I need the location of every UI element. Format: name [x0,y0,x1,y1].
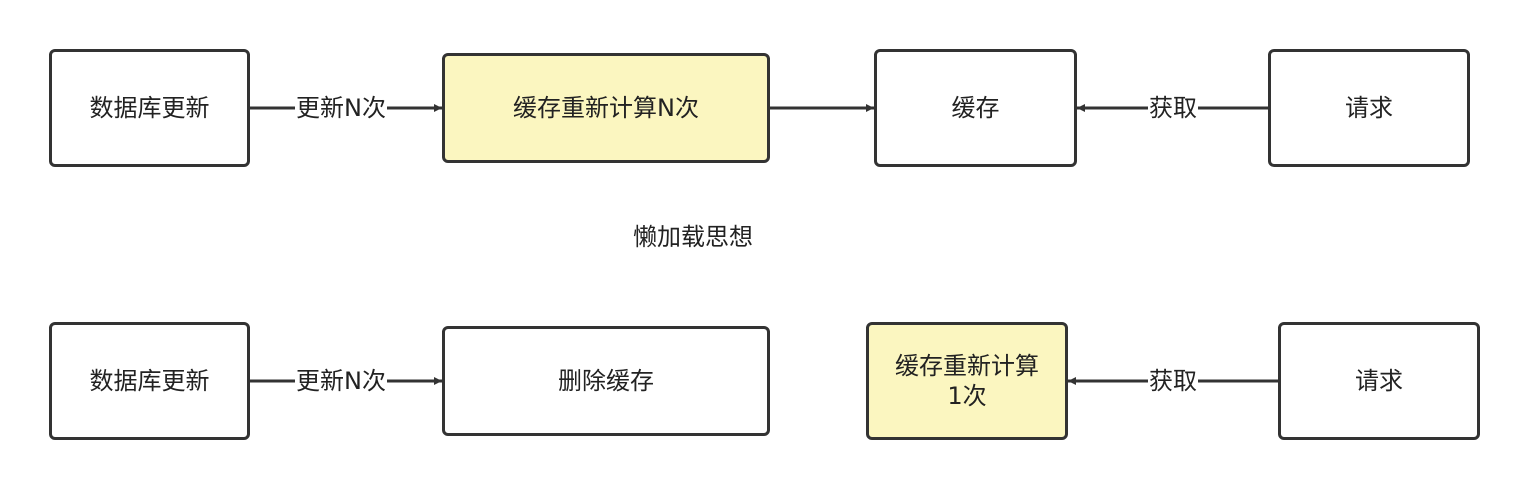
edge-label-fetch-bottom: 获取 [1148,367,1198,395]
diagram-caption: 懒加载思想 [633,223,753,251]
node-request-top: 请求 [1268,49,1470,167]
node-cache-recompute-n: 缓存重新计算N次 [442,53,770,163]
edge-label-update-n-bottom: 更新N次 [295,367,387,395]
node-request-bottom: 请求 [1278,322,1480,440]
node-delete-cache: 删除缓存 [442,326,770,436]
edge-label-update-n-top: 更新N次 [295,94,387,122]
node-db-update-top: 数据库更新 [49,49,250,167]
edge-label-fetch-top: 获取 [1148,94,1198,122]
node-db-update-bottom: 数据库更新 [49,322,250,440]
node-cache: 缓存 [874,49,1077,167]
node-cache-recompute-once: 缓存重新计算 1次 [866,322,1068,440]
